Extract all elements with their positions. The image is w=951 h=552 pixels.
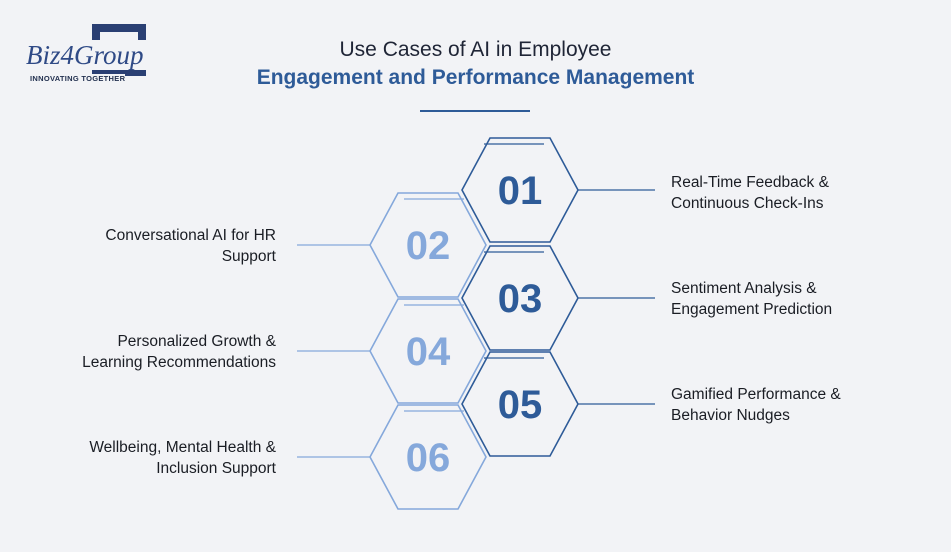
hexagon-01: [461, 137, 579, 243]
dark-hexagons: [461, 137, 579, 457]
hexagon-number-03: 03: [498, 277, 543, 321]
hexagon-number-06: 06: [406, 436, 451, 480]
hexagon-number-01: 01: [498, 169, 543, 213]
use-case-label-01: Real-Time Feedback & Continuous Check-In…: [671, 172, 829, 214]
use-case-01-line1: Real-Time Feedback &: [671, 174, 829, 191]
hexagon-number-05: 05: [498, 383, 543, 427]
use-case-05-line1: Gamified Performance &: [671, 386, 841, 403]
use-case-02-line2: Support: [221, 248, 276, 265]
use-case-02-line1: Conversational AI for HR: [105, 227, 276, 244]
hexagon-03: [461, 245, 579, 351]
page-title-line2: Engagement and Performance Management: [256, 66, 695, 89]
connector-lines: [297, 189, 655, 458]
use-case-05-line2: Behavior Nudges: [671, 407, 790, 424]
use-case-03-line2: Engagement Prediction: [671, 301, 833, 318]
hexagon-numbers: 01 02 03 04 05 06: [406, 169, 543, 480]
use-case-label-03: Sentiment Analysis & Engagement Predicti…: [671, 278, 832, 320]
use-case-04-line2: Learning Recommendations: [82, 354, 276, 371]
use-case-label-04: Personalized Growth & Learning Recommend…: [82, 331, 276, 373]
hexagon-number-04: 04: [406, 330, 451, 374]
use-case-01-line2: Continuous Check-Ins: [671, 195, 824, 212]
hexagon-06: [369, 404, 487, 510]
use-case-06-line2: Inclusion Support: [156, 460, 276, 477]
use-case-label-02: Conversational AI for HR Support: [105, 225, 276, 267]
use-case-label-05: Gamified Performance & Behavior Nudges: [671, 384, 841, 426]
page-title-line1: Use Cases of AI in Employee: [339, 38, 612, 61]
light-hexagons: [369, 192, 487, 510]
hexagon-05: [461, 351, 579, 457]
use-case-03-line1: Sentiment Analysis &: [671, 280, 817, 297]
use-case-label-06: Wellbeing, Mental Health & Inclusion Sup…: [89, 437, 276, 479]
use-case-06-line1: Wellbeing, Mental Health &: [89, 439, 276, 456]
title-underline: [420, 110, 530, 112]
hexagon-04: [369, 298, 487, 404]
use-case-04-line1: Personalized Growth &: [117, 333, 276, 350]
hexagon-02: [369, 192, 487, 298]
logo-tagline: INNOVATING TOGETHER: [30, 74, 126, 83]
hexagon-number-02: 02: [406, 224, 451, 268]
company-logo: Biz4Group INNOVATING TOGETHER: [22, 22, 162, 86]
logo-wordmark: Biz4Group: [24, 40, 146, 70]
